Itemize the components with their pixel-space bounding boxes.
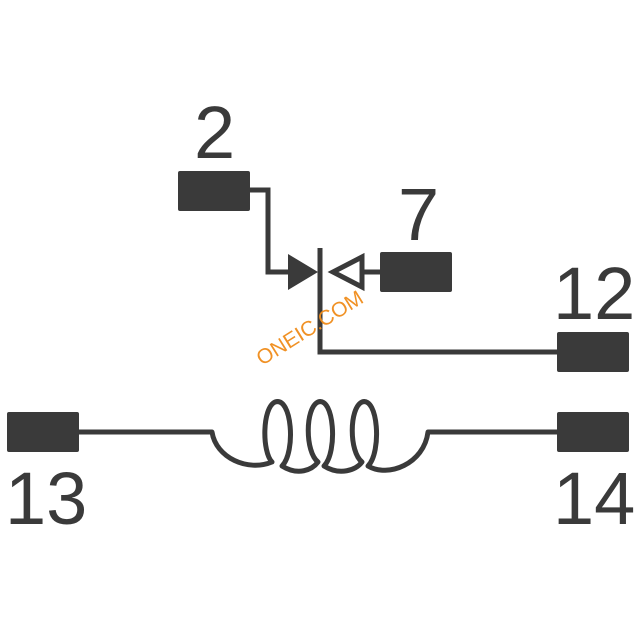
pin-2-label: 2 — [194, 91, 235, 174]
watermark: ONEIC.COM — [252, 286, 367, 370]
pin-13-pad — [7, 412, 79, 452]
pin-14-pad — [557, 412, 629, 452]
pin-7-pad — [380, 252, 452, 292]
pin-13-label: 13 — [5, 457, 87, 540]
wire-pin-12 — [317, 297, 557, 355]
pin-12-pad — [557, 332, 629, 372]
wire-pin-2 — [250, 187, 288, 275]
pin-14-label: 14 — [553, 457, 635, 540]
switch-contact-open — [327, 252, 365, 292]
inductor-coil — [209, 399, 431, 474]
switch-contact-filled — [288, 254, 318, 290]
pin-7-label: 7 — [398, 173, 439, 256]
pin-2-pad — [178, 171, 250, 211]
pin-12-label: 12 — [553, 252, 635, 335]
